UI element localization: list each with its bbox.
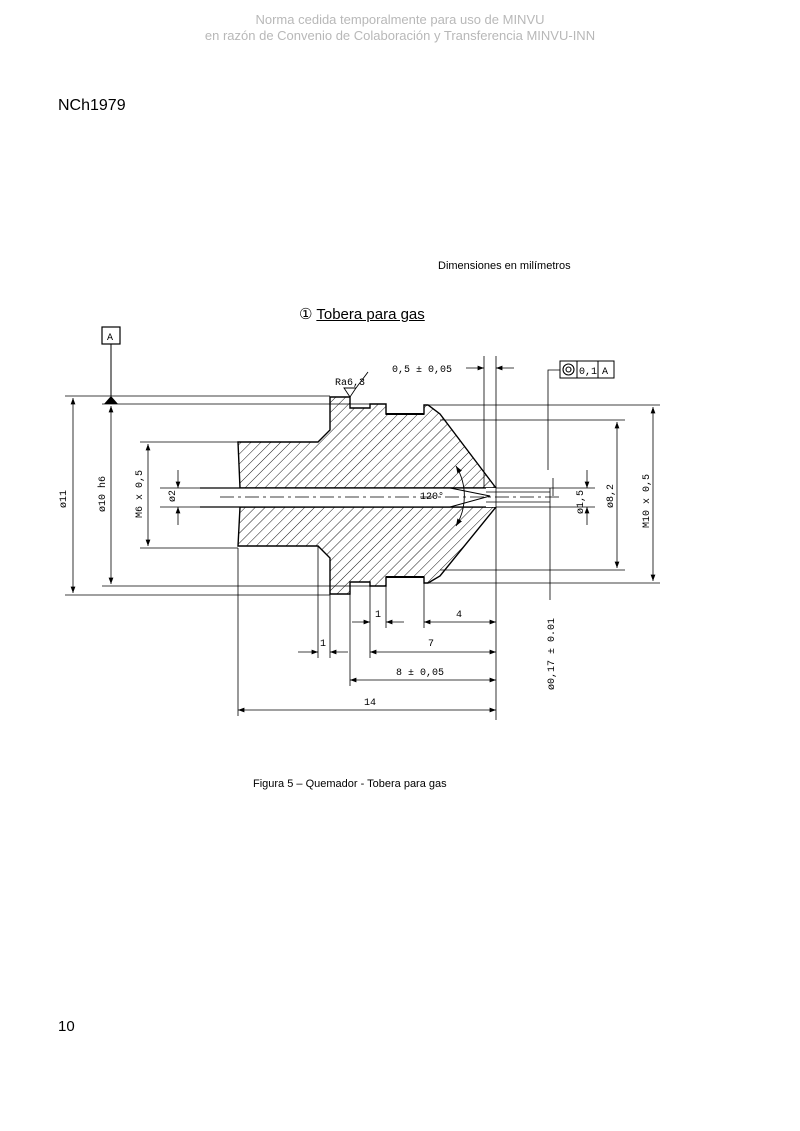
dim-d8-2: ø8,2 <box>606 484 617 508</box>
technical-drawing: A ø11 ø10 h6 M6 x 0,5 ø2 120° ø1,5 ø8,2 … <box>59 326 660 720</box>
tolerance-value: 0,1 <box>579 367 597 378</box>
nozzle-section-upper <box>237 396 498 489</box>
dim-d10: ø10 h6 <box>97 476 109 512</box>
dim-len-1b: 1 <box>320 639 326 650</box>
tolerance-datum: A <box>602 367 608 378</box>
nozzle-section-lower <box>237 506 498 595</box>
dim-len-14: 14 <box>364 698 376 709</box>
dim-d1-5: ø1,5 <box>576 490 587 514</box>
datum-triangle <box>104 396 118 404</box>
dim-orifice: ø0,17 ± 0.01 <box>547 618 558 690</box>
dim-len-8: 8 ± 0,05 <box>396 668 444 679</box>
dim-angle: 120° <box>420 491 444 503</box>
dim-d11: ø11 <box>59 490 70 508</box>
watermark-line-1: Norma cedida temporalmente para uso de M… <box>255 12 545 27</box>
datum-label: A <box>107 333 113 344</box>
dim-m6: M6 x 0,5 <box>135 470 146 518</box>
dim-d2: ø2 <box>168 490 179 502</box>
roughness-label: Ra6,3 <box>335 378 365 389</box>
concentricity-icon <box>562 363 575 376</box>
watermark-line-2: en razón de Convenio de Colaboración y T… <box>204 28 596 43</box>
tolerance-frame <box>559 360 615 379</box>
page-number: 10 <box>58 1018 75 1035</box>
dim-len-4: 4 <box>456 610 462 621</box>
item-title: Tobera para gas <box>316 306 425 323</box>
dim-len-1a: 1 <box>375 610 381 621</box>
dim-len-7: 7 <box>428 639 434 650</box>
dim-tip: 0,5 ± 0,05 <box>392 365 452 376</box>
figure-item-title: ① Tobera para gas <box>299 305 425 323</box>
figure-caption: Figura 5 – Quemador - Tobera para gas <box>253 778 447 790</box>
standard-code: NCh1979 <box>58 97 126 114</box>
units-note: Dimensiones en milímetros <box>438 260 571 272</box>
dim-m10: M10 x 0,5 <box>642 474 653 528</box>
item-marker: ① <box>299 306 313 323</box>
